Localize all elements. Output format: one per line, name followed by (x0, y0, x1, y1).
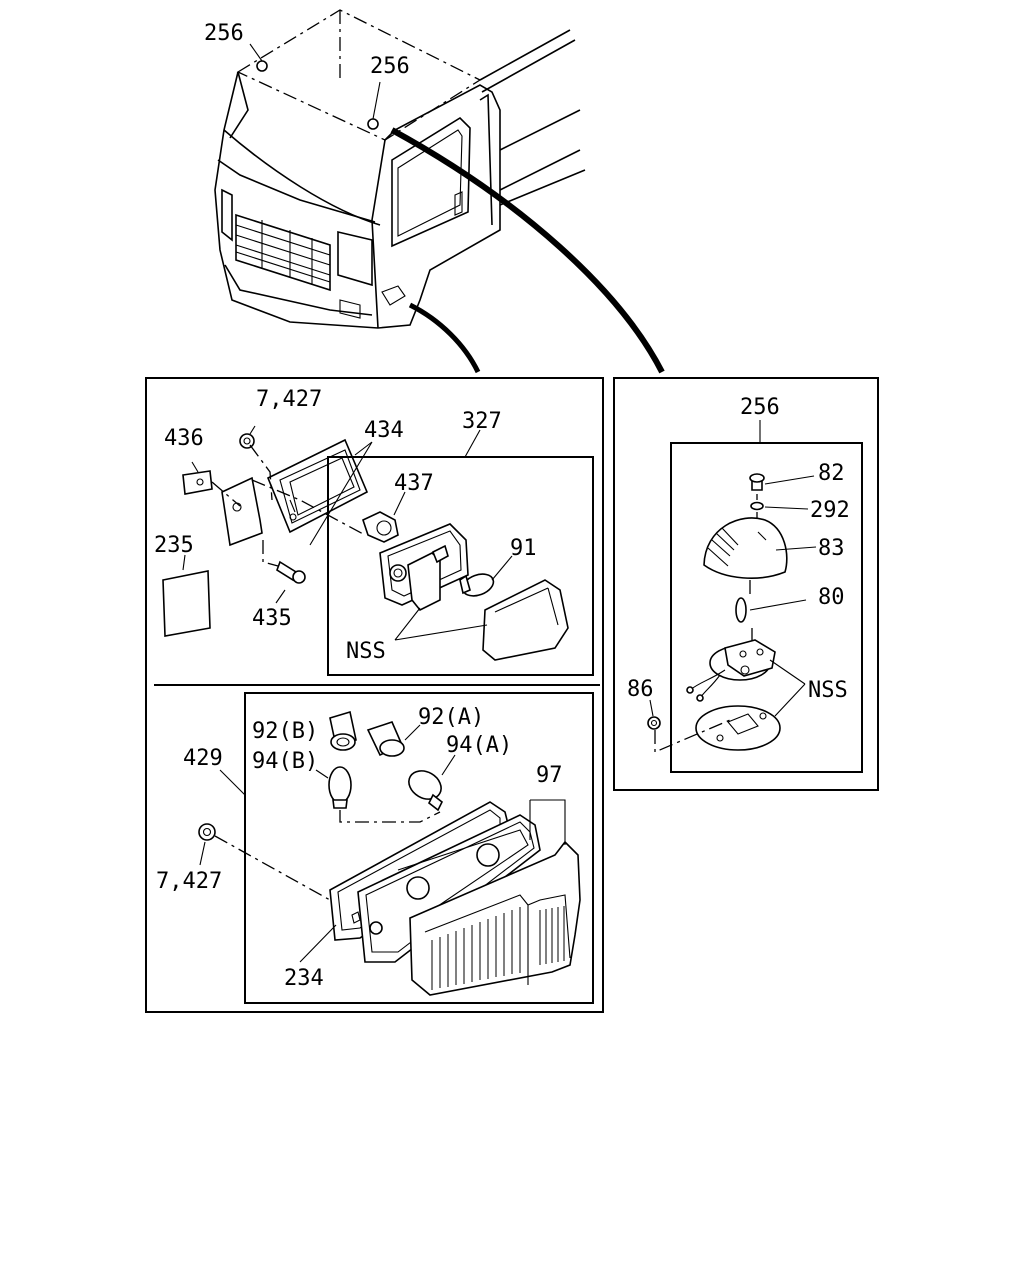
label-side-lamp-nss: NSS (346, 639, 386, 664)
label-marker-washer: 292 (810, 498, 850, 523)
rear-lamp-assembly-box (244, 692, 594, 1004)
label-rear-lamp-assembly: 429 (183, 746, 223, 771)
label-rear-bulb-94b: 94(B) (252, 749, 318, 774)
label-side-lamp-gasket: 235 (154, 533, 194, 558)
label-marker-nut: 86 (627, 677, 654, 702)
side-lamp-parts (162, 425, 373, 637)
label-rear-bulb-92b: 92(B) (252, 719, 318, 744)
rear-lamp-parts (198, 710, 581, 996)
label-marker-screw: 82 (818, 461, 845, 486)
label-side-lamp-screw: 435 (252, 606, 292, 631)
label-rear-gasket: 234 (284, 966, 324, 991)
left-detail-box (145, 377, 604, 1013)
label-rear-bulb-94a: 94(A) (446, 733, 512, 758)
label-rear-bulb-92a: 92(A) (418, 705, 484, 730)
label-marker-bulb: 80 (818, 585, 845, 610)
label-side-lamp-housing: 434 (364, 418, 404, 443)
label-side-lamp-socket: 437 (394, 471, 434, 496)
marker-lamp-parts (647, 473, 817, 753)
label-marker-assembly: 256 (740, 395, 780, 420)
marker-lamp-assembly-box (670, 442, 863, 773)
label-side-lamp-bulb: 91 (510, 536, 537, 561)
cab-marker-left-dot (256, 60, 268, 72)
label-marker-lens: 83 (818, 536, 845, 561)
label-side-lamp-assembly: 327 (462, 409, 502, 434)
label-rear-lens: 97 (536, 763, 563, 788)
marker-lamp-box (613, 377, 879, 791)
label-rear-nut: 7,427 (156, 869, 222, 894)
cab-marker-right-dot (367, 118, 379, 130)
label-cab-marker-left: 256 (204, 21, 244, 46)
truck-cab-illustration (214, 9, 665, 374)
side-lamp-assembly-parts (362, 491, 569, 661)
label-marker-nss: NSS (808, 678, 848, 703)
label-side-lamp-bracket: 436 (164, 426, 204, 451)
label-side-lamp-bolt-top: 7,427 (256, 387, 322, 412)
label-cab-marker-right: 256 (370, 54, 410, 79)
side-lamp-assembly-box (327, 456, 594, 676)
